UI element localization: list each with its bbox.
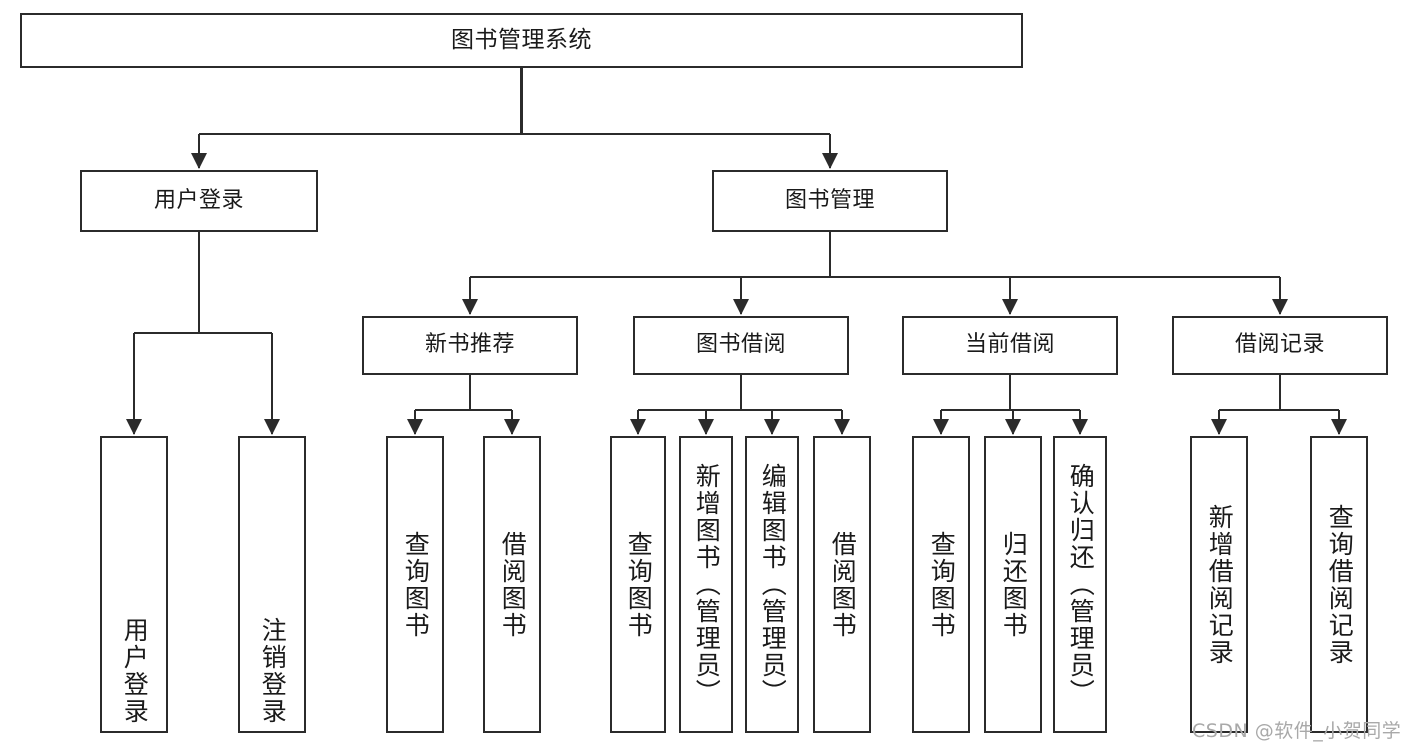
node-current-borrow[interactable]: 当前借阅	[902, 316, 1118, 375]
node-label: 借阅图书	[498, 530, 528, 639]
connector-vertical	[1008, 277, 1012, 314]
node-leaf-query-book-borrow[interactable]: 查询图书	[610, 436, 666, 733]
arrowhead-down-icon	[1331, 419, 1347, 435]
node-label: 用户登录	[120, 617, 150, 725]
connector-vertical	[828, 232, 832, 277]
arrowhead-down-icon	[933, 419, 949, 435]
arrowhead-down-icon	[504, 419, 520, 435]
node-label: 查询图书	[624, 530, 654, 639]
node-label: 新书推荐	[424, 332, 515, 358]
connector-horizontal	[1219, 408, 1339, 412]
connector-vertical	[468, 277, 472, 314]
node-label: 图书借阅	[695, 332, 786, 358]
connector-horizontal	[134, 331, 272, 335]
node-leaf-add-borrow-record[interactable]: 新增借阅记录	[1190, 436, 1248, 733]
connector-horizontal	[941, 408, 1080, 412]
node-label: 查询图书	[927, 530, 957, 639]
connector-vertical	[739, 375, 743, 410]
node-user-login[interactable]: 用户登录	[80, 170, 318, 232]
node-leaf-user-logout[interactable]: 注销登录	[238, 436, 306, 733]
arrowhead-down-icon	[1272, 299, 1288, 315]
node-book-borrow[interactable]: 图书借阅	[633, 316, 849, 375]
node-label: 图书管理	[784, 187, 875, 213]
connector-vertical	[197, 232, 201, 333]
node-leaf-borrow-book[interactable]: 借阅图书	[813, 436, 871, 733]
node-label: 图书管理系统	[451, 27, 592, 54]
connector-horizontal	[470, 275, 1280, 279]
connector-vertical	[1278, 375, 1282, 410]
node-label: 用户登录	[153, 187, 244, 213]
arrowhead-down-icon	[1211, 419, 1227, 435]
node-book-management-system[interactable]: 图书管理系统	[20, 13, 1023, 68]
node-borrow-record[interactable]: 借阅记录	[1172, 316, 1388, 375]
node-label: 当前借阅	[964, 332, 1055, 358]
node-leaf-return-book[interactable]: 归还图书	[984, 436, 1042, 733]
node-leaf-edit-book-admin[interactable]: 编辑图书（管理员）	[745, 436, 799, 733]
node-leaf-add-book-admin[interactable]: 新增图书（管理员）	[679, 436, 733, 733]
arrowhead-down-icon	[1072, 419, 1088, 435]
node-leaf-query-book-recommend[interactable]: 查询图书	[386, 436, 444, 733]
connector-vertical	[739, 277, 743, 314]
node-leaf-query-book-current[interactable]: 查询图书	[912, 436, 970, 733]
arrowhead-down-icon	[764, 419, 780, 435]
connector-horizontal	[638, 408, 842, 412]
node-label: 注销登录	[258, 617, 288, 725]
node-leaf-query-borrow-record[interactable]: 查询借阅记录	[1310, 436, 1368, 733]
node-label: 新增图书（管理员）	[692, 463, 722, 706]
node-label: 新增借阅记录	[1205, 503, 1235, 666]
arrowhead-down-icon	[126, 419, 142, 435]
connector-vertical	[828, 134, 832, 168]
node-label: 编辑图书（管理员）	[758, 463, 788, 706]
connector-vertical	[270, 333, 274, 434]
node-new-book-recommend[interactable]: 新书推荐	[362, 316, 578, 375]
node-label: 归还图书	[999, 530, 1029, 639]
connector-vertical	[1008, 375, 1012, 410]
node-leaf-borrow-book-recommend[interactable]: 借阅图书	[483, 436, 541, 733]
arrowhead-down-icon	[630, 419, 646, 435]
node-label: 借阅记录	[1234, 332, 1325, 358]
connector-vertical	[520, 68, 523, 134]
arrowhead-down-icon	[1002, 299, 1018, 315]
node-leaf-confirm-return-admin[interactable]: 确认归还（管理员）	[1053, 436, 1107, 733]
node-leaf-user-login[interactable]: 用户登录	[100, 436, 168, 733]
connector-horizontal	[199, 132, 830, 136]
arrowhead-down-icon	[407, 419, 423, 435]
arrowhead-down-icon	[191, 153, 207, 169]
node-label: 查询借阅记录	[1325, 503, 1355, 666]
arrowhead-down-icon	[264, 419, 280, 435]
arrowhead-down-icon	[834, 419, 850, 435]
arrowhead-down-icon	[733, 299, 749, 315]
connector-vertical	[132, 333, 136, 434]
arrowhead-down-icon	[462, 299, 478, 315]
node-label: 查询图书	[401, 530, 431, 639]
arrowhead-down-icon	[1005, 419, 1021, 435]
connector-horizontal	[415, 408, 512, 412]
connector-vertical	[197, 134, 201, 168]
connector-vertical	[1278, 277, 1282, 314]
arrowhead-down-icon	[698, 419, 714, 435]
arrowhead-down-icon	[822, 153, 838, 169]
node-label: 确认归还（管理员）	[1066, 463, 1096, 706]
node-label: 借阅图书	[828, 530, 858, 639]
connector-vertical	[468, 375, 472, 410]
node-book-management[interactable]: 图书管理	[712, 170, 948, 232]
